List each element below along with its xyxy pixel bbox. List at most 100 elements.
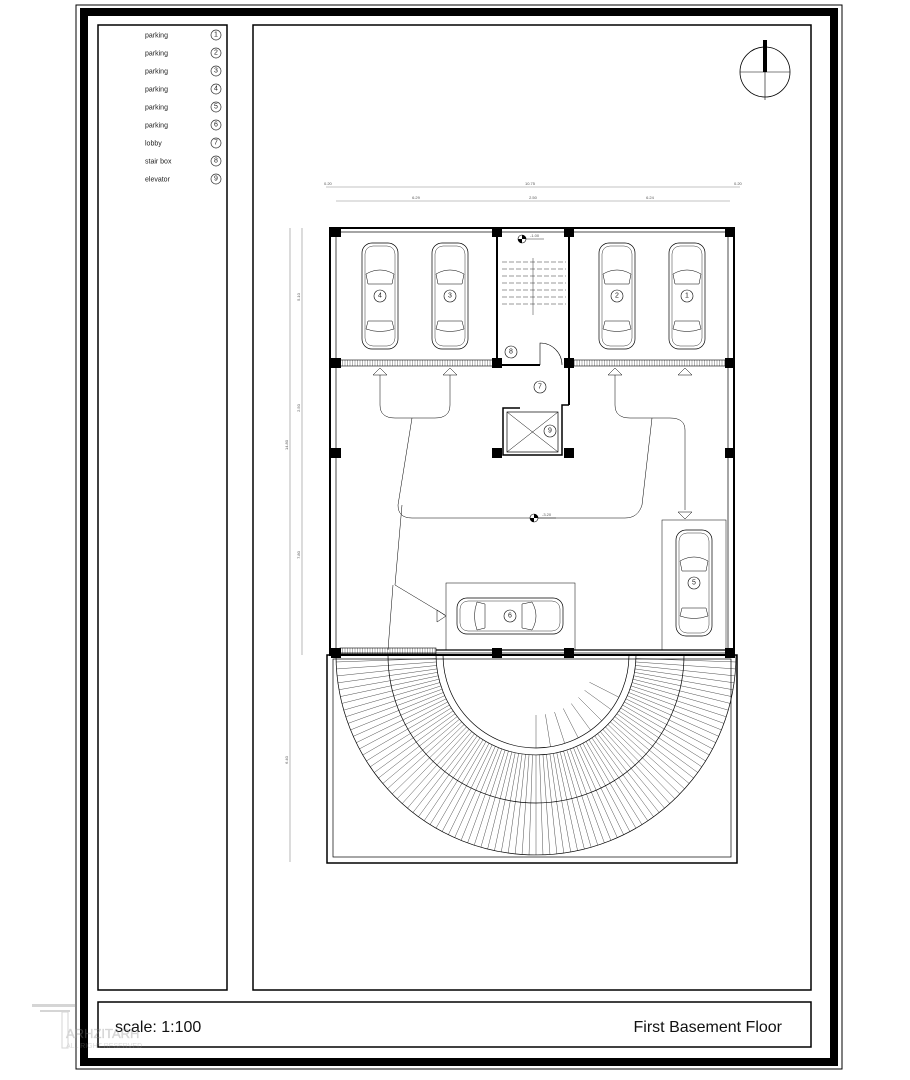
ramp-step-line [600,731,665,809]
column [564,448,574,458]
column [492,358,502,368]
column [564,648,574,658]
plan-label-lobby: 7 [538,384,542,391]
ramp-step-line [556,752,578,851]
ramp-step-line [337,668,437,684]
legend-number-circle [210,119,222,131]
ramp-step-line [614,716,694,779]
ramp-step-line [542,754,551,855]
ramp-step-line [628,692,722,731]
legend-item-number: 9 [214,176,218,183]
car-body-inner [601,245,633,347]
column [725,648,735,658]
ramp-step-line [635,665,735,677]
legend-number-circle [210,155,222,167]
ramp-step-line [570,748,605,843]
ramp-step-line [610,721,685,789]
ramp-step-line [429,739,484,825]
column [331,358,341,368]
car-number-label: 1 [685,293,689,300]
ramp-step-line [412,733,475,813]
legend-item-number: 3 [214,68,218,75]
car-number: 2 [610,289,624,303]
column [331,227,341,237]
ramp-step-line [635,661,736,670]
legend-number-circle [210,29,222,41]
ramp-step-line [594,735,654,817]
number-circle [503,609,517,623]
arrow-icon [372,367,388,376]
level-marker-fill [518,235,526,243]
rear-window [435,320,465,332]
ramp-step-line [345,685,441,717]
ramp-step-line [507,754,523,854]
ramp-step-line [553,753,571,852]
column [492,227,502,237]
ramp-step-line [387,721,462,789]
dim-v3: 7.80 [296,550,301,559]
ramp-step-line [585,741,637,829]
parking-bay-6 [445,582,576,651]
legend-item-number: 6 [214,122,218,129]
elevator-shaft [506,411,559,453]
legend-item-number: 7 [214,140,218,147]
ramp-step-line [341,679,440,704]
car-number: 4 [373,289,387,303]
svg-text:ALL RIGHT RESERVED: ALL RIGHT RESERVED [66,1043,142,1050]
rear-window [474,601,486,631]
ramp-step-line [487,751,512,850]
dim-left-bay: 6.29 [412,195,421,200]
ramp-step-line [362,704,450,756]
ramp-step-line [633,675,732,697]
car-body-inner [671,245,703,347]
windshield [365,269,395,285]
ramp-step-line [396,726,467,799]
number-circle [373,289,387,303]
watermark-logo: ARHZITARH ALL RIGHT RESERVED [32,1004,142,1050]
windshield [521,601,537,631]
legend-item-number: 2 [214,50,218,57]
legend-item-label: parking [145,51,168,58]
legend-item-number: 8 [214,158,218,165]
car-body-inner [434,245,466,347]
dim-edge-left: 0.20 [324,181,333,186]
drive-path [387,504,446,651]
car-body-inner [678,532,710,634]
level-value: -3.20 [542,512,552,517]
outer-frame-thin [75,4,843,1070]
ramp-step-line [582,743,631,832]
car-number-label: 4 [378,293,382,300]
rear-window [679,607,709,619]
column [492,648,502,658]
ramp-step-line [467,748,502,843]
number-circle [687,576,701,590]
ramp-step-line [635,658,736,663]
dim-v2: 2.50 [296,403,301,412]
car-number: 1 [680,289,694,303]
ramp-step-line [624,701,713,750]
column [725,358,735,368]
partition-outline [339,359,495,367]
ramp-step-line [629,689,724,724]
dim-edge-right: 0.20 [734,181,743,186]
car-number-label: 5 [692,580,696,587]
column [725,227,735,237]
arrow-icon [677,367,693,376]
ramp-step-line [402,729,470,804]
partition-outline [571,359,727,367]
inner-stair-step [563,708,579,738]
ramp-step-line [607,724,680,795]
legend-number-circle [210,101,222,113]
ramp-step-line [563,751,592,848]
ramp-step-line [336,661,437,670]
ramp-step-line [566,750,598,846]
ramp-step-line [546,754,558,854]
legend-number-circle [210,83,222,95]
ramp-step-line [374,713,456,773]
ramp-step-line [549,754,565,854]
column [564,227,574,237]
ramp-step-line [579,744,624,835]
car-number-label: 6 [508,613,512,620]
